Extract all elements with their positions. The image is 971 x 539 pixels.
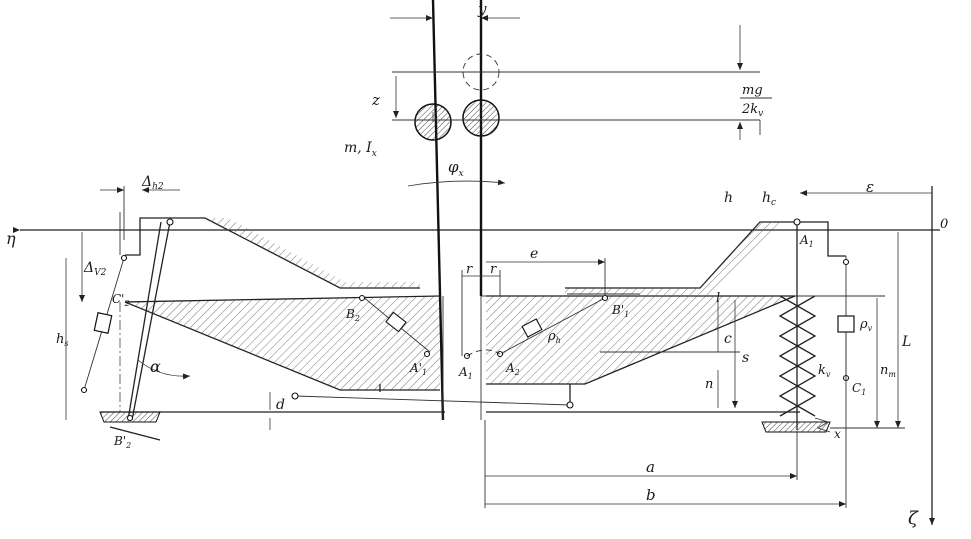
label-A1-prime: A'1	[409, 361, 427, 377]
label-a: a	[646, 458, 655, 476]
label-origin: 0	[940, 217, 948, 232]
bogie-frame	[124, 295, 796, 405]
label-A1: A1	[458, 365, 473, 381]
label-c: c	[724, 331, 732, 347]
links	[358, 293, 640, 360]
label-s: s	[742, 350, 749, 366]
label-d: d	[276, 397, 285, 413]
damper-rho-h-right	[521, 318, 543, 338]
label-h: h	[724, 190, 733, 206]
label-z: z	[371, 91, 380, 109]
label-B1-prime: B'1	[611, 303, 629, 319]
mass-right	[462, 99, 500, 137]
label-C1: C1	[852, 381, 866, 397]
label-rho-v: ρv	[859, 317, 873, 333]
label-r-right: r	[490, 262, 497, 277]
label-phi-x: φx	[448, 158, 464, 179]
label-epsilon: ε	[866, 178, 874, 196]
label-C2-prime: C'2	[112, 292, 130, 308]
label-x: x	[834, 427, 841, 441]
label-kv: kv	[818, 363, 831, 379]
label-hs: hs	[56, 332, 68, 348]
label-B2-prime: B'2	[113, 434, 131, 450]
label-nm: nm	[880, 363, 896, 379]
label-e: e	[530, 246, 538, 262]
label-mg: mg	[742, 83, 763, 98]
label-alpha: α	[150, 357, 161, 376]
label-b: b	[646, 486, 656, 504]
axle-line	[100, 392, 800, 413]
label-y: y	[477, 0, 487, 18]
label-2kv: 2kv	[741, 102, 763, 119]
label-delta-h2: Δh2	[141, 174, 164, 192]
spring-seat	[761, 421, 831, 433]
label-zeta: ζ	[908, 508, 919, 529]
left-suspension	[80, 218, 191, 441]
label-rho-h: ρh	[547, 329, 561, 345]
label-mass-inertia: m, Ix	[344, 140, 377, 159]
spring-kv	[778, 295, 817, 417]
label-delta-v2: ΔV2	[83, 260, 107, 278]
label-A2: A2	[505, 361, 520, 377]
labels: y z mg 2kv m, Ix φx h hc ε 0 η Δh2 ΔV2 A…	[6, 0, 948, 529]
dimensions	[65, 186, 932, 508]
label-L: L	[901, 334, 911, 350]
damper-left	[93, 312, 113, 334]
label-r-left: r	[466, 262, 473, 277]
label-eta: η	[6, 229, 16, 248]
label-A1-right: A1	[799, 233, 814, 249]
dimension-phi	[407, 179, 506, 187]
label-B2: B2	[345, 307, 360, 323]
damper-rho-v	[837, 315, 855, 333]
damper-rho-h-left	[385, 311, 407, 333]
car-body-left	[119, 212, 420, 289]
label-n: n	[705, 377, 713, 392]
dimension-z	[392, 25, 761, 140]
right-suspension	[761, 218, 855, 433]
label-hc: hc	[762, 190, 776, 208]
label-l: l	[716, 291, 720, 306]
